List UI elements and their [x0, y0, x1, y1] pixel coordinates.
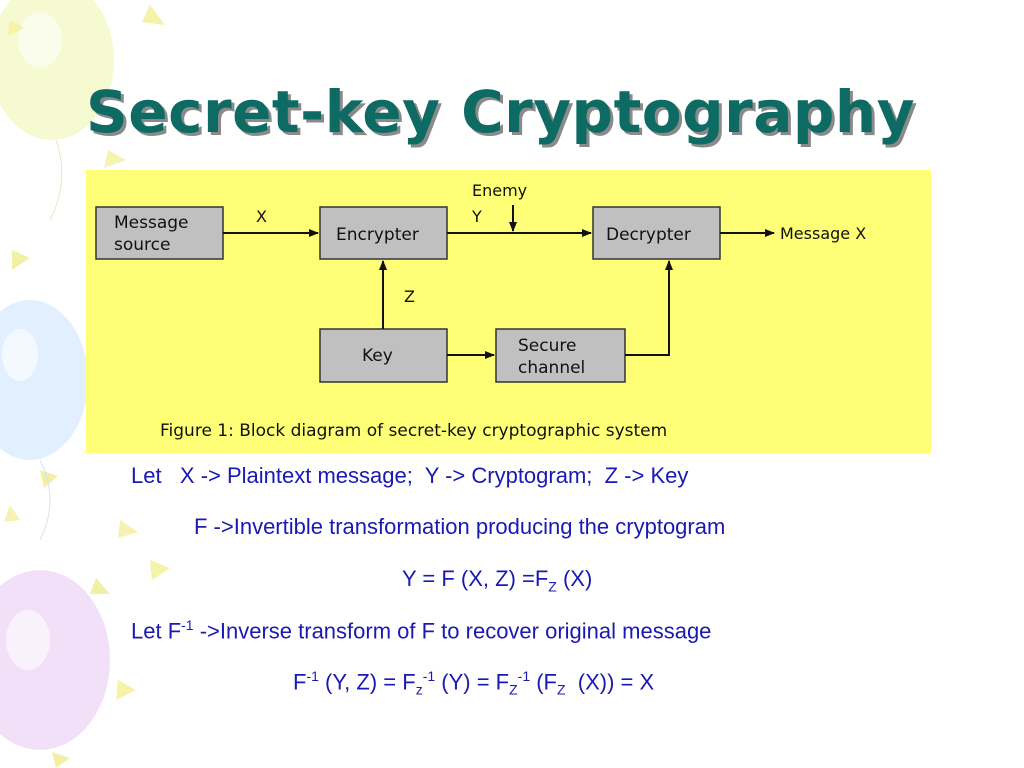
secure-channel-box — [495, 328, 626, 383]
transformation-text: F ->Invertible transformation producing … — [194, 514, 726, 539]
encrypter-label: Encrypter — [336, 225, 419, 245]
message-source-label-1: Message — [114, 213, 189, 233]
label-x: X — [256, 207, 267, 226]
formula-superscript: -1 — [306, 668, 319, 684]
formula-part: (X)) = X — [565, 669, 655, 695]
inverse-definition-line: Let F-1 ->Inverse transform of F to reco… — [131, 617, 711, 644]
arrow-secure-channel-to-decrypter — [625, 260, 673, 356]
formula-superscript: -1 — [422, 668, 436, 684]
inverse-text-part: Let F — [131, 618, 182, 644]
formula-superscript: -1 — [517, 668, 531, 684]
decrypter-label: Decrypter — [606, 225, 691, 245]
formula-part: (Y) = F — [435, 669, 510, 695]
encryption-formula: Y = F (X, Z) =FZ (X) — [402, 566, 592, 594]
secure-channel-label-2: channel — [518, 358, 585, 378]
encrypter-box — [319, 206, 448, 260]
block-diagram: Message source Encrypter Decrypter Key S… — [95, 181, 866, 441]
definition-text: Let X -> Plaintext message; Y -> Cryptog… — [131, 463, 689, 488]
label-z: Z — [404, 287, 415, 306]
formula-subscript: z — [415, 681, 423, 698]
label-enemy: Enemy — [472, 181, 527, 200]
slide-title: Secret-key Cryptography — [86, 78, 916, 146]
formula-part: (Y, Z) = F — [318, 669, 416, 695]
message-source-label-2: source — [114, 235, 170, 255]
decryption-formula: F-1 (Y, Z) = Fz-1 (Y) = FZ-1 (FZ (X)) = … — [293, 668, 654, 698]
inverse-text-part: ->Inverse transform of F to recover orig… — [193, 618, 712, 644]
formula-part: F — [293, 669, 307, 695]
transformation-line: F ->Invertible transformation producing … — [194, 514, 725, 540]
formula-subscript: Z — [548, 578, 557, 595]
formula-part: (F — [530, 669, 557, 695]
block-diagram-figure: Message source Encrypter Decrypter Key S… — [86, 170, 931, 453]
formula-part: Y = F (X, Z) =F — [402, 566, 549, 591]
definition-line: Let X -> Plaintext message; Y -> Cryptog… — [131, 463, 688, 489]
label-message-x: Message X — [780, 224, 866, 243]
formula-subscript: Z — [509, 681, 518, 698]
label-y: Y — [471, 207, 482, 226]
key-label: Key — [362, 346, 393, 366]
figure-caption: Figure 1: Block diagram of secret-key cr… — [160, 421, 667, 441]
secure-channel-label-1: Secure — [518, 336, 576, 356]
formula-part: (X) — [556, 566, 593, 591]
message-source-box — [95, 206, 224, 260]
formula-subscript: Z — [557, 681, 566, 698]
inverse-superscript: -1 — [181, 617, 194, 633]
